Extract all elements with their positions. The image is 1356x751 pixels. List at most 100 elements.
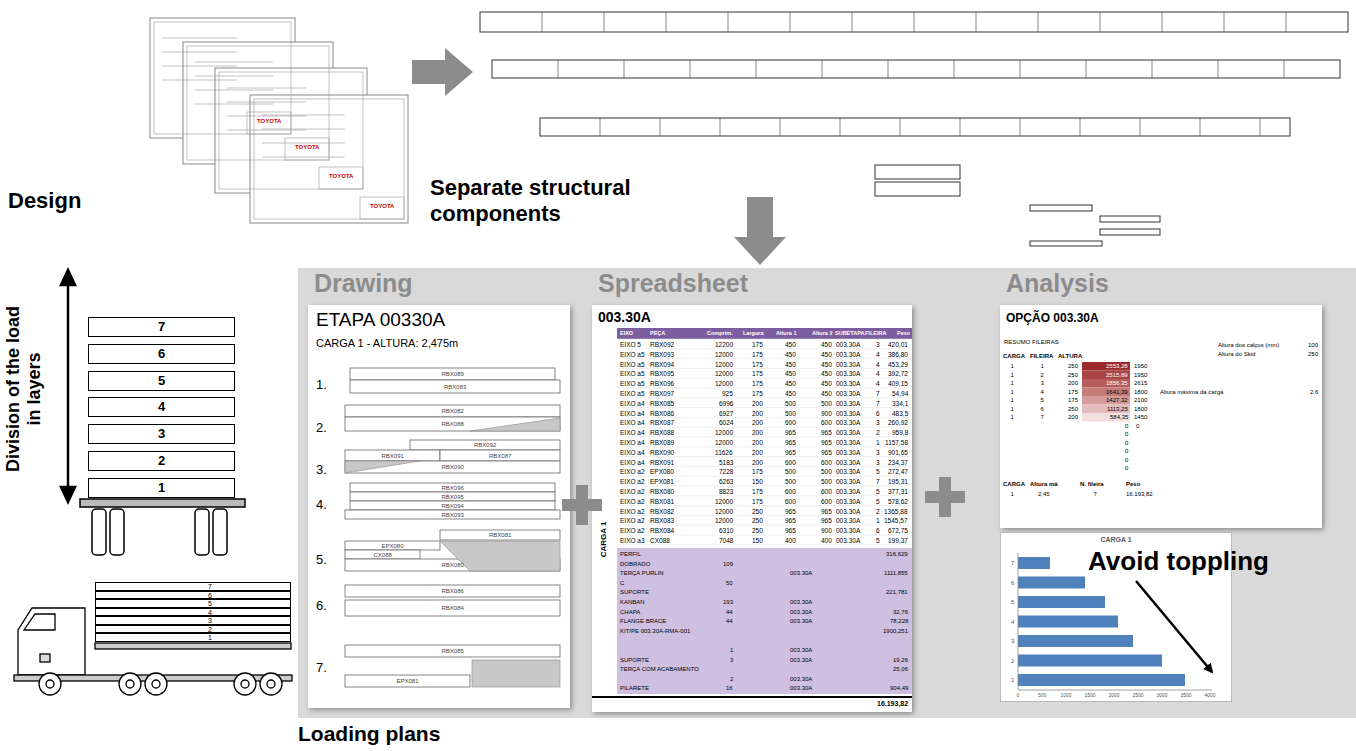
table-cell: 7228 — [719, 467, 733, 476]
axis-tick: 2000 — [1109, 692, 1120, 699]
row-number: 3. — [316, 462, 327, 477]
table-cell: 0 — [1125, 430, 1128, 439]
table-cell: 600 — [821, 418, 832, 427]
truck-layer: 2 — [95, 625, 291, 634]
part-label: RBX086 — [442, 587, 464, 595]
table-header: FILEIRA — [1030, 352, 1053, 361]
truck-layer: 1 — [95, 633, 291, 642]
panel-heading: Drawing — [314, 269, 413, 298]
strip-divider — [1152, 60, 1153, 78]
sheet-line — [227, 130, 306, 131]
table-cell: 175 — [752, 467, 763, 476]
layer-number: 5 — [89, 373, 234, 388]
strip-divider — [660, 118, 661, 136]
strip-divider — [558, 60, 559, 78]
table-cell: 965 — [785, 507, 796, 516]
layer-arrow — [61, 270, 75, 502]
table-cell: 483,5 — [892, 409, 908, 418]
table-cell: 1 — [1011, 396, 1014, 405]
strip-divider — [720, 118, 721, 136]
table-cell: 8823 — [719, 487, 733, 496]
table-cell: 2,45 — [1038, 490, 1050, 499]
table-cell: 32,76 — [893, 608, 908, 617]
table-cell: 7048 — [719, 536, 733, 545]
table-header: PEÇA — [650, 329, 665, 338]
table-cell: 500 — [785, 399, 796, 408]
table-cell: RBX091 — [650, 458, 674, 467]
component-group: Separate structural components — [475, 5, 1353, 195]
table-cell: 200 — [752, 418, 763, 427]
table-cell: 600 — [821, 458, 832, 467]
table-cell: 25,06 — [893, 665, 908, 674]
table-cell: 672,75 — [888, 526, 908, 535]
sheet-line — [227, 88, 306, 89]
axis-caption: Division of the load in layers — [3, 303, 45, 475]
title-block — [247, 112, 291, 134]
table-cell: 12000 — [715, 428, 733, 437]
table-cell: 003.30A — [836, 350, 860, 359]
strip-divider — [914, 12, 915, 32]
component-piece — [1030, 205, 1092, 211]
table-cell: RBX096 — [650, 379, 674, 388]
table-cell: 6 — [876, 526, 880, 535]
sheet-label: CARGA 1 — [599, 522, 608, 558]
layer-number: 6 — [89, 346, 234, 361]
parameter-value: 2,6 — [1310, 388, 1318, 397]
axis-tick: 3000 — [1157, 692, 1168, 699]
table-header: Altura 1 — [776, 329, 796, 338]
layer-number: 3 — [208, 617, 212, 624]
table-header: Altura má — [1030, 480, 1058, 489]
table-cell: 12000 — [715, 379, 733, 388]
table-cell: RBX081 — [650, 497, 674, 506]
table-cell: EIXO a2 — [620, 467, 645, 476]
component-piece — [1100, 216, 1160, 222]
table-cell: 1 — [1011, 388, 1014, 397]
load-layer: 2 — [88, 451, 235, 471]
node-text: CARGA 1 - ALTURA: 2,475m — [316, 337, 458, 349]
layer-number: 7 — [89, 319, 234, 334]
table-cell: EIXO a5 — [620, 360, 645, 369]
sheet-line — [195, 90, 273, 91]
parameter-label: Altura dos calços (mm) — [1218, 341, 1279, 350]
table-cell: 003.30A — [836, 526, 860, 535]
table-cell: 175 — [1068, 388, 1078, 397]
table-cell: 1 — [1011, 405, 1014, 414]
table-cell: EIXO a4 — [620, 418, 645, 427]
sheet-line — [162, 38, 237, 39]
table-cell: 1113,25 — [1107, 405, 1128, 414]
strip-divider — [840, 118, 841, 136]
table-cell: 578,62 — [888, 497, 908, 506]
table-cell: 003.30A — [790, 617, 812, 626]
table-cell: 0 — [1136, 422, 1139, 431]
table-cell: 386,80 — [888, 350, 908, 359]
table-cell: 4 — [876, 350, 880, 359]
table-cell: 3 — [876, 418, 880, 427]
table-cell: 4 — [876, 360, 880, 369]
table-cell: 5183 — [719, 458, 733, 467]
table-cell: 3 — [730, 656, 733, 665]
sheet-line — [227, 116, 306, 117]
table-cell: 12000 — [715, 438, 733, 447]
table-cell: RBX085 — [650, 399, 674, 408]
layer-number: 2 — [208, 626, 212, 633]
table-cell: 5 — [876, 536, 880, 545]
table-cell: 4 — [876, 379, 880, 388]
table-cell: 003.30A — [790, 569, 812, 578]
layer-number: 4 — [89, 399, 234, 414]
table-cell: KANBAN — [620, 598, 645, 607]
table-cell: RBX080 — [650, 487, 674, 496]
table-cell: 500 — [785, 409, 796, 418]
table-cell: 150 — [752, 477, 763, 486]
strip-divider — [600, 118, 601, 136]
table-cell: 1 — [1011, 490, 1014, 499]
table-cell: EIXO a5 — [620, 389, 645, 398]
title-block — [319, 167, 363, 189]
node-text: Design — [8, 188, 81, 214]
table-cell: 200 — [1068, 379, 1078, 388]
table-cell: 0 — [1125, 447, 1128, 456]
sheet-line — [162, 80, 237, 81]
table-cell: 392,72 — [888, 369, 908, 378]
table-cell: 7 — [1041, 413, 1044, 422]
table-caption: RESUMO FILEIRAS — [1004, 338, 1059, 347]
table-cell: 003.30A — [790, 608, 812, 617]
